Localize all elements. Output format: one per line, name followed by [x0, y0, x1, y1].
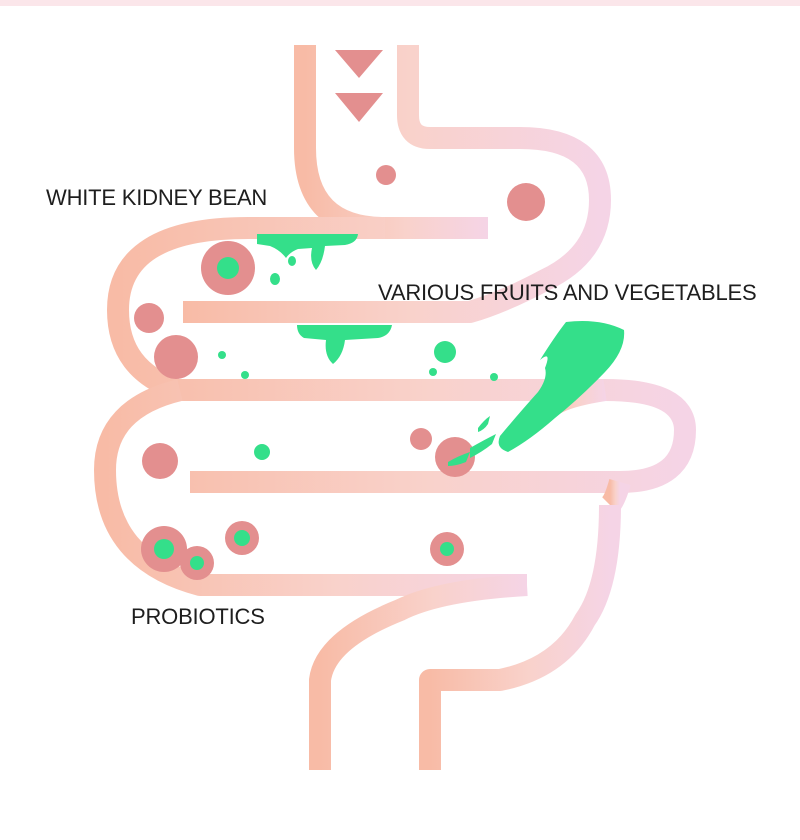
- particle: [435, 437, 475, 477]
- fiber-gel: [218, 234, 625, 466]
- particle: [134, 303, 164, 333]
- particle: [154, 335, 198, 379]
- fruits-vegetables-label: VARIOUS FRUITS AND VEGETABLES: [378, 280, 757, 305]
- probiotic-core: [190, 556, 204, 570]
- probiotic-core: [217, 257, 239, 279]
- gel-drip: [257, 234, 358, 270]
- probiotic-core: [440, 542, 454, 556]
- probiotic-particles: [141, 241, 464, 580]
- flow-arrow-icons: [335, 50, 383, 122]
- down-arrow-icon: [335, 50, 383, 78]
- food-particles: [134, 165, 545, 479]
- probiotics-label: PROBIOTICS: [131, 604, 265, 629]
- gel-drop: [270, 273, 280, 285]
- intestine-outline: [94, 45, 696, 770]
- particle: [142, 443, 178, 479]
- vegetable-fiber-streak: [448, 452, 470, 466]
- probiotic-core: [154, 539, 174, 559]
- gel-dot: [429, 368, 437, 376]
- gel-dot: [490, 373, 498, 381]
- gel-dot: [434, 341, 456, 363]
- particle: [376, 165, 396, 185]
- vegetable-fiber-streak: [470, 434, 496, 458]
- gel-drop: [288, 256, 296, 266]
- white-kidney-bean-label: WHITE KIDNEY BEAN: [46, 185, 268, 210]
- gel-dot: [218, 351, 226, 359]
- gel-drip: [297, 325, 392, 364]
- probiotic-core: [234, 530, 250, 546]
- particle: [507, 183, 545, 221]
- particle: [410, 428, 432, 450]
- vegetable-fiber-streak: [478, 416, 490, 432]
- top-strip: [0, 0, 800, 6]
- down-arrow-icon: [335, 93, 383, 122]
- gel-dot: [254, 444, 270, 460]
- gel-dot: [241, 371, 249, 379]
- vegetable-fiber-streak: [498, 321, 625, 452]
